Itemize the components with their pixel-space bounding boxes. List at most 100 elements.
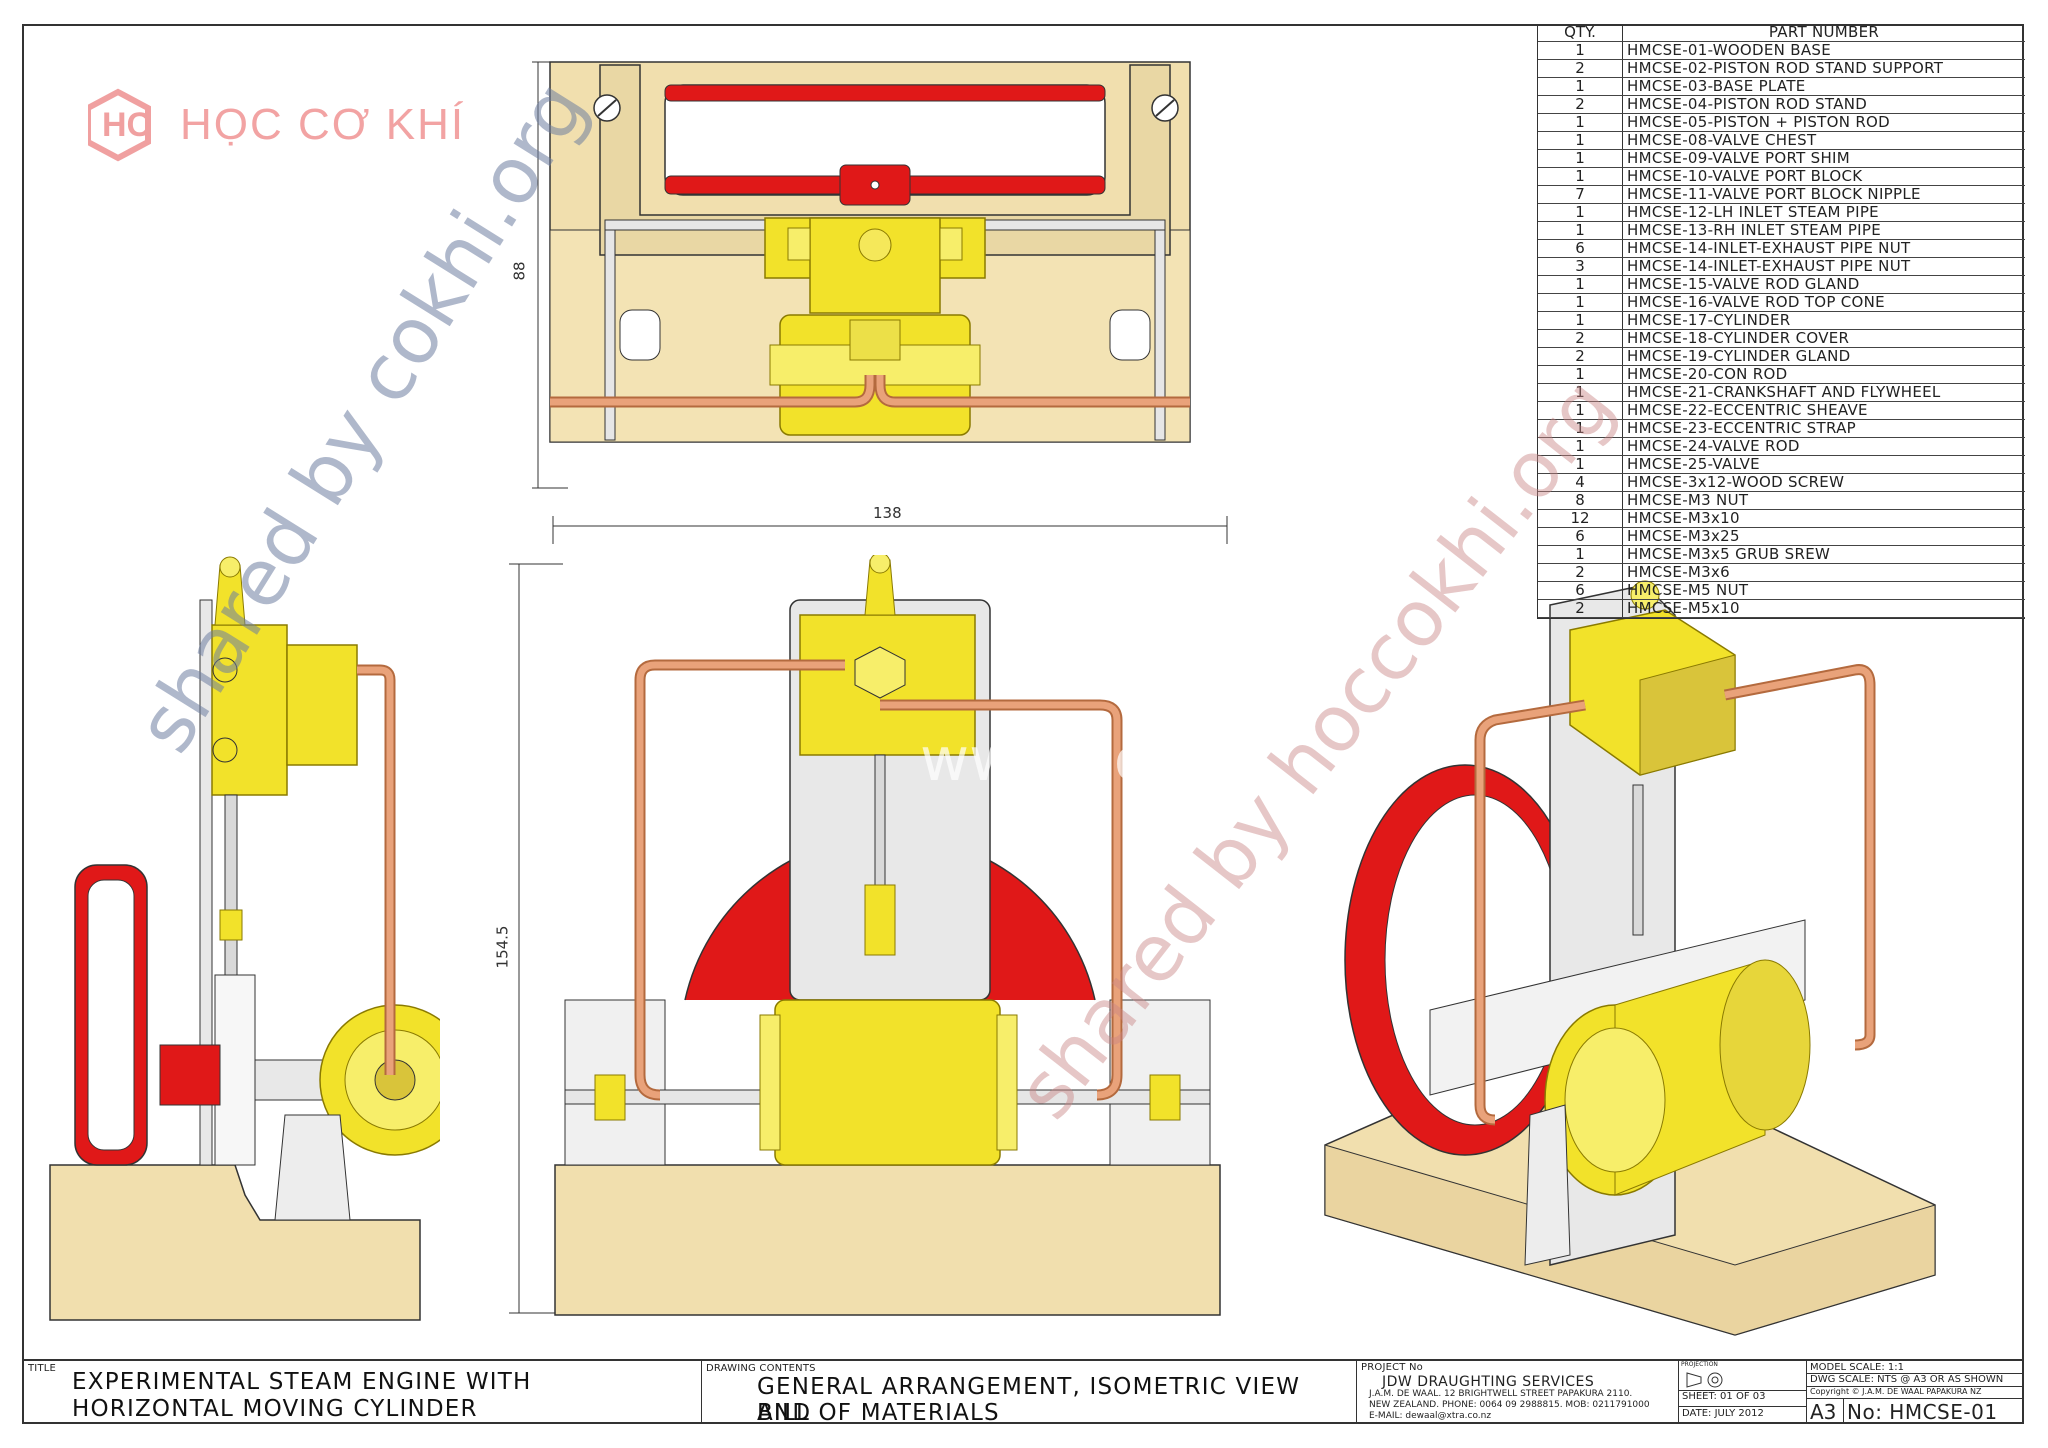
bom-part-number: HMCSE-19-CYLINDER GLAND xyxy=(1627,347,1851,365)
bom-qty: 2 xyxy=(1538,600,1623,617)
bom-qty: 1 xyxy=(1538,42,1623,59)
title-label: TITLE xyxy=(28,1363,57,1374)
bom-qty: 1 xyxy=(1538,456,1623,473)
bom-part-number: HMCSE-M3 NUT xyxy=(1627,491,1749,509)
projection-cell: PROJECTION SHEET: 01 OF 03 DATE: JULY 20… xyxy=(1679,1361,1807,1424)
bom-qty: 1 xyxy=(1538,114,1623,131)
bom-part-number: HMCSE-M3x10 xyxy=(1627,509,1740,527)
bom-part-number: HMCSE-16-VALVE ROD TOP CONE xyxy=(1627,293,1885,311)
bom-qty: 1 xyxy=(1538,204,1623,221)
dimension-88-label: 88 xyxy=(510,261,529,281)
bom-part-number: HMCSE-17-CYLINDER xyxy=(1627,311,1791,329)
bom-part-number: HMCSE-M3x6 xyxy=(1627,563,1731,581)
bom-part-number: HMCSE-23-ECCENTRIC STRAP xyxy=(1627,419,1856,437)
bom-part-number: HMCSE-M3x25 xyxy=(1627,527,1740,545)
bom-part-number: HMCSE-18-CYLINDER COVER xyxy=(1627,329,1850,347)
contents-cell: DRAWING CONTENTS GENERAL ARRANGEMENT, IS… xyxy=(702,1361,1357,1426)
dimension-138-label: 138 xyxy=(873,504,902,522)
bom-qty: 1 xyxy=(1538,222,1623,239)
bom-qty: 6 xyxy=(1538,528,1623,545)
company-address-2: NEW ZEALAND. PHONE: 0064 09 2988815. MOB… xyxy=(1369,1400,1650,1410)
sheet-number: SHEET: 01 OF 03 xyxy=(1682,1391,1766,1402)
bom-qty: 2 xyxy=(1538,96,1623,113)
bom-header-part: PART NUMBER xyxy=(1768,23,1880,41)
title-cell: TITLE EXPERIMENTAL STEAM ENGINE WITH HOR… xyxy=(22,1361,702,1424)
contents-label: DRAWING CONTENTS xyxy=(706,1363,816,1374)
bom-part-number: HMCSE-04-PISTON ROD STAND xyxy=(1627,95,1868,113)
bom-qty: 1 xyxy=(1538,132,1623,149)
bom-qty: 2 xyxy=(1538,348,1623,365)
bom-qty: 1 xyxy=(1538,420,1623,437)
isometric-view xyxy=(1324,580,1936,1336)
bom-part-number: HMCSE-M3x5 GRUB SREW xyxy=(1627,545,1831,563)
bom-qty: 2 xyxy=(1538,564,1623,581)
bom-qty: 4 xyxy=(1538,474,1623,491)
bom-qty: 1 xyxy=(1538,384,1623,401)
contents-line-2: BILL OF MATERIALS xyxy=(757,1400,1000,1426)
top-view xyxy=(549,61,1191,443)
bom-qty: 1 xyxy=(1538,546,1623,563)
bom-part-number: HMCSE-03-BASE PLATE xyxy=(1627,77,1806,95)
bom-part-number: HMCSE-22-ECCENTRIC SHEAVE xyxy=(1627,401,1868,419)
bom-part-number: HMCSE-10-VALVE PORT BLOCK xyxy=(1627,167,1863,185)
projection-symbol-icon xyxy=(1686,1372,1723,1388)
bom-part-number: HMCSE-M5x10 xyxy=(1627,599,1740,617)
scale-cell: MODEL SCALE: 1:1 DWG SCALE: NTS @ A3 OR … xyxy=(1807,1361,2022,1424)
dimension-88-line xyxy=(532,61,568,489)
bom-part-number: HMCSE-13-RH INLET STEAM PIPE xyxy=(1627,221,1882,239)
bom-qty: 1 xyxy=(1538,78,1623,95)
bom-qty: 1 xyxy=(1538,312,1623,329)
drawing-number: No: HMCSE-01 xyxy=(1847,1400,1998,1424)
logo-text: HỌC CƠ KHÍ xyxy=(180,100,466,149)
bom-qty: 6 xyxy=(1538,240,1623,257)
bom-part-number: HMCSE-05-PISTON + PISTON ROD xyxy=(1627,113,1891,131)
dwg-scale: DWG SCALE: NTS @ A3 OR AS SHOWN xyxy=(1810,1374,2004,1385)
bom-part-number: HMCSE-01-WOODEN BASE xyxy=(1627,41,1832,59)
model-scale: MODEL SCALE: 1:1 xyxy=(1810,1362,1904,1373)
bom-qty: 1 xyxy=(1538,294,1623,311)
bom-part-number: HMCSE-08-VALVE CHEST xyxy=(1627,131,1817,149)
company-name: JDW DRAUGHTING SERVICES xyxy=(1382,1374,1595,1390)
logo: HC HỌC CƠ KHÍ xyxy=(85,86,468,170)
bom-part-number: HMCSE-21-CRANKSHAFT AND FLYWHEEL xyxy=(1627,383,1941,401)
bom-part-number: HMCSE-11-VALVE PORT BLOCK NIPPLE xyxy=(1627,185,1921,203)
bom-part-number: HMCSE-09-VALVE PORT SHIM xyxy=(1627,149,1850,167)
bom-qty: 12 xyxy=(1538,510,1623,527)
company-address-1: J.A.M. DE WAAL. 12 BRIGHTWELL STREET PAP… xyxy=(1369,1389,1633,1399)
dimension-154-line xyxy=(509,563,563,1314)
bom-part-number: HMCSE-24-VALVE ROD xyxy=(1627,437,1800,455)
contents-line-1: GENERAL ARRANGEMENT, ISOMETRIC VIEW AND xyxy=(757,1374,1301,1426)
bom-qty: 1 xyxy=(1538,150,1623,167)
sheet-size: A3 xyxy=(1810,1400,1837,1424)
bom-qty: 8 xyxy=(1538,492,1623,509)
dimension-138-line xyxy=(552,516,1228,544)
bom-qty: 3 xyxy=(1538,258,1623,275)
logo-mark-icon: HC xyxy=(85,88,151,162)
bom-qty: 7 xyxy=(1538,186,1623,203)
copyright: Copyright © J.A.M. DE WAAL PAPAKURA NZ xyxy=(1810,1387,1982,1396)
drawing-frame xyxy=(22,24,2024,1424)
